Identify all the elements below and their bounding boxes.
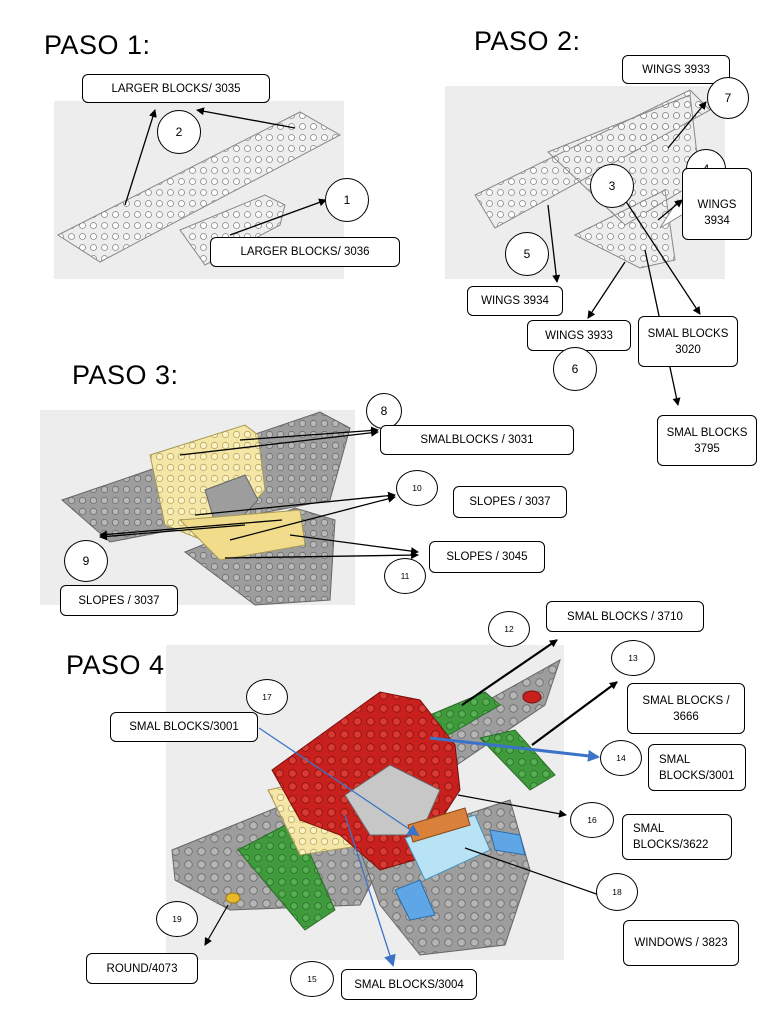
callout-2: 2 (157, 110, 201, 154)
callout-10: 10 (396, 470, 438, 506)
callout-12: 12 (488, 611, 530, 647)
label-smal-blocks-3001-right: SMAL BLOCKS/3001 (648, 744, 746, 791)
callout-8: 8 (366, 393, 402, 429)
label-smal-blocks-3004: SMAL BLOCKS/3004 (341, 969, 477, 1000)
step-4-image-panel (166, 645, 564, 960)
label-slopes-3045: SLOPES / 3045 (429, 541, 545, 573)
label-smalblocks-3031: SMALBLOCKS / 3031 (380, 425, 574, 455)
label-wings-3934-left: WINGS 3934 (467, 286, 563, 316)
callout-9: 9 (64, 540, 108, 582)
callout-18: 18 (596, 873, 638, 911)
callout-3: 3 (590, 164, 634, 208)
callout-6: 6 (553, 347, 597, 391)
label-smal-blocks-3020: SMAL BLOCKS 3020 (638, 316, 738, 367)
callout-13: 13 (611, 640, 655, 676)
label-smal-blocks-3001-left: SMAL BLOCKS/3001 (110, 712, 258, 742)
callout-15: 15 (290, 961, 334, 997)
label-wings-3934-right: WINGS 3934 (682, 168, 752, 240)
callout-14: 14 (600, 740, 642, 776)
label-smal-blocks-3622: SMAL BLOCKS/3622 (622, 814, 732, 860)
callout-7: 7 (707, 77, 749, 119)
label-wings-3933-bottom: WINGS 3933 (527, 320, 631, 351)
label-smal-blocks-3710: SMAL BLOCKS / 3710 (546, 601, 704, 632)
label-round-4073: ROUND/4073 (86, 953, 198, 984)
label-larger-blocks-3035: LARGER BLOCKS/ 3035 (82, 74, 270, 103)
label-smal-blocks-3666: SMAL BLOCKS / 3666 (627, 683, 745, 734)
label-windows-3823: WINDOWS / 3823 (623, 920, 739, 966)
callout-11: 11 (384, 558, 426, 594)
callout-19: 19 (156, 901, 198, 937)
callout-16: 16 (570, 802, 614, 838)
step-2-heading: PASO 2: (474, 26, 581, 56)
callout-17: 17 (246, 679, 288, 715)
label-smal-blocks-3795: SMAL BLOCKS 3795 (657, 415, 757, 466)
callout-5: 5 (505, 232, 549, 276)
callout-1: 1 (325, 178, 369, 222)
label-wings-3933-top: WINGS 3933 (622, 55, 730, 84)
step-1-heading: PASO 1: (44, 30, 151, 60)
label-larger-blocks-3036: LARGER BLOCKS/ 3036 (210, 237, 400, 267)
step-4-heading: PASO 4: (66, 650, 173, 680)
label-slopes-3037-left: SLOPES / 3037 (60, 585, 178, 616)
step-3-heading: PASO 3: (72, 360, 179, 390)
label-slopes-3037-right: SLOPES / 3037 (453, 486, 567, 518)
